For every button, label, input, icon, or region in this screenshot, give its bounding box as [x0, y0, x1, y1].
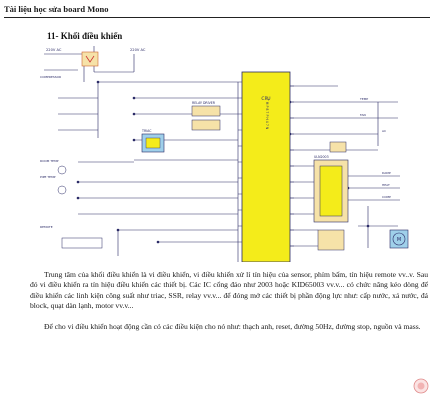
side-label: FAN — [360, 113, 366, 117]
left-label: COMPRESSOR — [40, 75, 61, 79]
left-label: ROOM TEMP — [40, 159, 59, 163]
cpu-label: CPU — [261, 96, 270, 102]
side-label: HEAT — [382, 183, 390, 187]
motor-label: M — [397, 237, 401, 243]
cpu-chip-text: T M P 8 7 P H 4 7 N — [265, 98, 269, 130]
control-block-schematic: 220V AC 220V AC TRIAC RELAY DRIVER CPU T… — [40, 46, 409, 262]
side-label: COMP — [382, 195, 391, 199]
triac-block-label: TRIAC — [141, 129, 152, 133]
paragraph: Trung tâm của khối điều khiển là vi điều… — [30, 270, 428, 311]
relay-block-label: RELAY DRIVER — [192, 101, 216, 105]
side-label: DAMP — [382, 171, 391, 175]
mains-label: 220V AC — [46, 48, 62, 52]
side-label: AC — [382, 129, 386, 133]
left-label: PIPE TEMP — [40, 175, 56, 179]
mains-label-secondary: 220V AC — [130, 48, 146, 52]
logo-watermark-icon — [413, 378, 429, 394]
document-header: Tài liệu học sửa board Mono — [4, 4, 430, 18]
side-label: TEMP — [359, 97, 368, 101]
section-title: 11- Khối điều khiển — [47, 31, 123, 41]
driver-ic-label: ULN2003 — [314, 155, 329, 159]
left-label: REMOTE — [40, 225, 53, 229]
paragraph: Để cho vi điều khiển hoạt động cần có cá… — [44, 322, 421, 331]
